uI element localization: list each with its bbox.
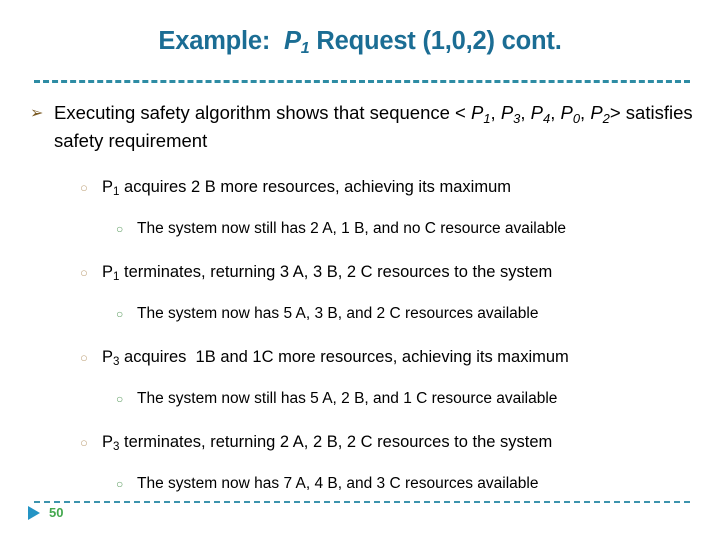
text-run: , <box>520 102 531 123</box>
divider-top <box>34 80 690 83</box>
bullet-text: The system now still has 5 A, 2 B, and 1… <box>137 390 557 407</box>
process-subscript: 0 <box>572 110 581 126</box>
bullet-item-l2: ○ P1 acquires 2 B more resources, achievi… <box>78 176 720 200</box>
footer: 50 <box>28 506 63 520</box>
process-base: P <box>102 348 114 366</box>
title-prefix: Example: <box>158 27 271 55</box>
text-run: terminates, returning 2 A, 2 B, 2 C reso… <box>119 433 553 451</box>
bullet-item-l2: ○ P1 terminates, returning 3 A, 3 B, 2 C … <box>78 261 720 285</box>
process-base: P <box>530 102 543 123</box>
circle-bullet: ○ <box>80 265 88 280</box>
arrow-bullet: ➢ <box>30 105 44 122</box>
bullet-item-l2: ○ P3 acquires 1B and 1C more resources, a… <box>78 346 720 370</box>
process-base: P <box>102 263 114 281</box>
text-run: terminates, returning 3 A, 3 B, 2 C reso… <box>119 263 553 281</box>
bullet-item-l1: ➢ Executing safety algorithm shows that s… <box>30 100 709 154</box>
play-triangle-icon <box>28 506 40 520</box>
bullet-text: P1 acquires 2 B more resources, achievin… <box>102 178 511 199</box>
process-subscript: 4 <box>543 110 551 126</box>
text-run: The system now still has 5 A, 2 B, and 1… <box>137 390 558 407</box>
text-run: acquires 2 B more resources, achieving i… <box>119 178 511 196</box>
process-base: P <box>471 102 484 123</box>
process-subscript: 1 <box>483 110 491 126</box>
circle-bullet: ○ <box>116 222 124 236</box>
title-process-base: P <box>283 27 301 55</box>
bullet-item-l3: ○ The system now has 5 A, 3 B, and 2 C re… <box>113 303 720 324</box>
circle-bullet: ○ <box>80 435 88 450</box>
circle-bullet: ○ <box>80 180 88 195</box>
circle-bullet: ○ <box>116 392 124 406</box>
process-subscript: 2 <box>602 110 610 126</box>
process-variable: P2 <box>590 102 610 126</box>
process-subscript: 1 <box>113 186 120 199</box>
process-subscript: 3 <box>113 356 120 369</box>
title-process: P1 <box>277 27 310 57</box>
process-variable: P3 <box>102 433 120 454</box>
bullet-item-l3: ○ The system now still has 2 A, 1 B, and … <box>113 218 720 239</box>
process-subscript: 3 <box>113 441 120 454</box>
process-base: P <box>560 102 573 123</box>
divider-bottom <box>34 501 690 503</box>
bullet-item-l2: ○ P3 terminates, returning 2 A, 2 B, 2 C … <box>78 431 720 455</box>
text-run: Executing safety algorithm shows that se… <box>54 102 471 123</box>
bullet-item-l3: ○ The system now still has 5 A, 2 B, and … <box>113 388 720 409</box>
process-subscript: 1 <box>113 271 120 284</box>
bullet-text: The system now has 5 A, 3 B, and 2 C res… <box>137 305 539 322</box>
text-run: The system now still has 2 A, 1 B, and n… <box>137 220 567 237</box>
text-run: , <box>580 102 591 123</box>
process-variable: P1 <box>471 102 491 126</box>
title-suffix: Request (1,0,2) cont. <box>316 27 562 55</box>
circle-bullet: ○ <box>116 307 124 321</box>
page-number: 50 <box>49 505 64 520</box>
bullet-text: P1 terminates, returning 3 A, 3 B, 2 C r… <box>102 263 553 284</box>
bullet-text: Executing safety algorithm shows that se… <box>54 102 693 151</box>
process-variable: P1 <box>102 178 120 199</box>
process-base: P <box>500 102 514 123</box>
bullet-text: The system now still has 2 A, 1 B, and n… <box>137 220 566 237</box>
process-base: P <box>102 178 114 196</box>
process-variable: P4 <box>530 102 551 126</box>
circle-bullet: ○ <box>116 477 124 491</box>
bullet-text: P3 acquires 1B and 1C more resources, ac… <box>102 348 569 369</box>
process-variable: P1 <box>102 263 120 284</box>
title-process-subscript: 1 <box>300 40 310 57</box>
text-run: The system now has 5 A, 3 B, and 2 C res… <box>137 305 539 322</box>
page-title: Example: P1 Request (1,0,2) cont. <box>0 27 720 57</box>
text-run: The system now has 7 A, 4 B, and 3 C res… <box>137 475 539 492</box>
text-run: acquires 1B and 1C more resources, achie… <box>119 348 569 366</box>
text-run: , <box>550 102 561 123</box>
circle-bullet: ○ <box>80 350 88 365</box>
bullet-text: P3 terminates, returning 2 A, 2 B, 2 C r… <box>102 433 553 454</box>
process-base: P <box>590 102 603 123</box>
bullet-list: ➢ Executing safety algorithm shows that s… <box>0 100 720 494</box>
process-variable: P3 <box>500 102 521 126</box>
text-run: > satisfies safety requirement <box>54 102 693 151</box>
process-variable: P0 <box>560 102 581 126</box>
process-base: P <box>102 433 114 451</box>
bullet-item-l3: ○ The system now has 7 A, 4 B, and 3 C re… <box>113 473 720 494</box>
process-subscript: 3 <box>513 110 521 126</box>
process-variable: P3 <box>102 348 120 369</box>
bullet-text: The system now has 7 A, 4 B, and 3 C res… <box>137 475 539 492</box>
text-run: , <box>490 102 501 123</box>
